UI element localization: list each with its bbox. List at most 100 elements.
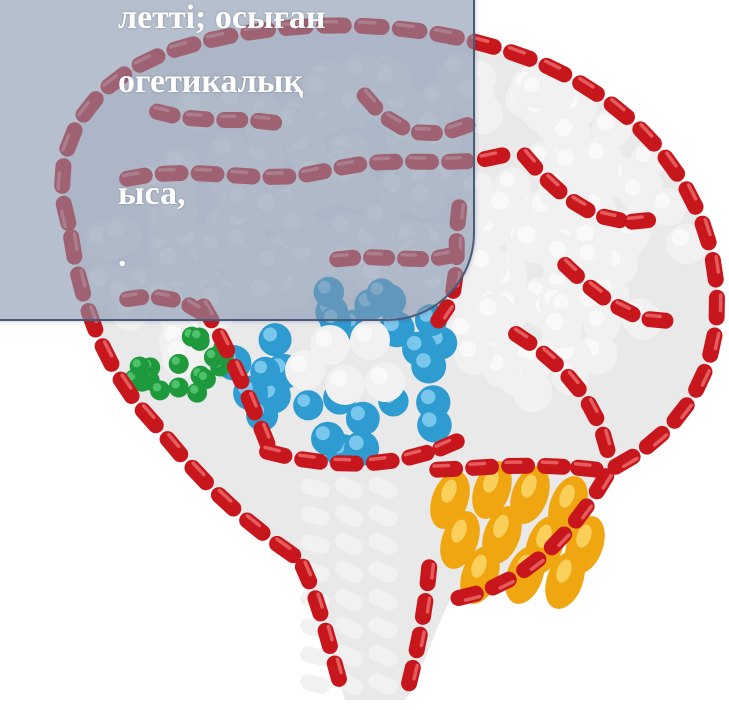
tablet xyxy=(666,223,708,265)
tablet xyxy=(168,377,189,398)
capsule-red xyxy=(259,443,293,464)
text-line-4: . xyxy=(118,237,127,274)
capsule-red xyxy=(210,487,242,517)
capsule-red xyxy=(557,257,585,284)
capsule-red xyxy=(638,425,670,455)
tablet xyxy=(473,292,515,335)
tablet xyxy=(258,323,292,357)
capsule-red xyxy=(666,397,695,429)
capsule-white xyxy=(368,477,398,499)
capsule-red xyxy=(419,559,438,592)
text-line-1: летті; осыған xyxy=(118,0,326,36)
capsule-red xyxy=(694,215,717,251)
capsule-red xyxy=(610,299,641,323)
tablet xyxy=(630,142,667,179)
tablet xyxy=(285,350,325,390)
tablet xyxy=(350,320,390,360)
capsule-red xyxy=(307,590,329,622)
capsule-red xyxy=(159,431,189,463)
capsule-red xyxy=(607,448,641,475)
capsule-red xyxy=(430,299,456,329)
capsule-red xyxy=(516,551,547,579)
capsule-red xyxy=(708,289,725,326)
capsule-red xyxy=(401,444,435,466)
capsule-red xyxy=(408,626,428,659)
capsule-red xyxy=(239,512,271,541)
capsule-red xyxy=(432,433,465,457)
tablet xyxy=(411,348,447,384)
capsule-red xyxy=(582,279,612,306)
tablet xyxy=(310,325,350,365)
capsule-red xyxy=(112,371,140,404)
capsule-red xyxy=(294,451,328,470)
capsule-white xyxy=(300,534,330,554)
capsule-red xyxy=(240,389,263,421)
capsule-red xyxy=(94,338,120,372)
tablet xyxy=(582,137,622,178)
capsule-red xyxy=(226,358,250,390)
tablet xyxy=(648,188,687,227)
capsule-white xyxy=(334,588,364,612)
softgel xyxy=(472,461,512,519)
capsule-red xyxy=(317,622,338,655)
capsule-white xyxy=(334,644,364,668)
capsule-red xyxy=(134,402,164,434)
capsule-red xyxy=(632,121,662,152)
capsule-white xyxy=(334,616,364,640)
capsule-red xyxy=(466,33,502,55)
tablet xyxy=(417,407,452,443)
capsule-red xyxy=(678,181,704,215)
capsule-red xyxy=(484,571,517,596)
capsule-red xyxy=(365,452,400,471)
capsule-red xyxy=(539,172,568,200)
capsule-white xyxy=(334,560,364,584)
tablet xyxy=(454,335,494,375)
capsule-red xyxy=(516,147,544,176)
tablet xyxy=(311,421,345,456)
tablet xyxy=(345,401,380,436)
capsule-red xyxy=(329,455,364,472)
capsule-red xyxy=(543,526,573,556)
capsule-red xyxy=(603,96,635,125)
capsule-red xyxy=(641,311,674,329)
capsule-red xyxy=(508,326,538,351)
capsule-red xyxy=(570,459,604,478)
capsule-white xyxy=(368,505,398,527)
capsule-white xyxy=(300,478,330,498)
capsule-red xyxy=(702,327,723,363)
capsule-white xyxy=(334,504,364,528)
capsule-red xyxy=(704,252,724,288)
capsule-red xyxy=(537,457,571,475)
capsule-red xyxy=(450,585,484,607)
capsule-red xyxy=(294,558,318,590)
capsule-red xyxy=(503,44,538,67)
capsule-red xyxy=(501,457,536,475)
capsule-white xyxy=(368,645,398,667)
tablet xyxy=(619,174,657,212)
capsule-red xyxy=(465,458,500,476)
tablet xyxy=(583,305,621,344)
tablet xyxy=(195,369,216,390)
capsule-white xyxy=(300,506,330,526)
text-overlay-box: летті; осыған огетикалық ыса, . xyxy=(0,0,475,321)
capsule-white xyxy=(368,533,398,555)
capsule-red xyxy=(414,593,434,625)
capsule-red xyxy=(184,459,214,491)
capsule-red xyxy=(560,368,587,398)
tablet xyxy=(518,71,557,109)
softgel xyxy=(440,511,480,569)
capsule-red xyxy=(567,498,595,529)
capsule-white xyxy=(334,476,364,500)
tablet xyxy=(150,380,171,401)
text-line-2: огетикалық xyxy=(118,63,303,100)
softgel xyxy=(545,551,585,609)
capsule-red xyxy=(624,212,656,230)
capsule-red xyxy=(269,535,302,564)
softgel xyxy=(510,466,550,524)
capsule-red xyxy=(535,345,564,373)
capsule-white xyxy=(368,617,398,639)
capsule-red xyxy=(595,426,616,458)
capsule-red xyxy=(253,420,276,452)
capsule-white xyxy=(300,646,330,666)
